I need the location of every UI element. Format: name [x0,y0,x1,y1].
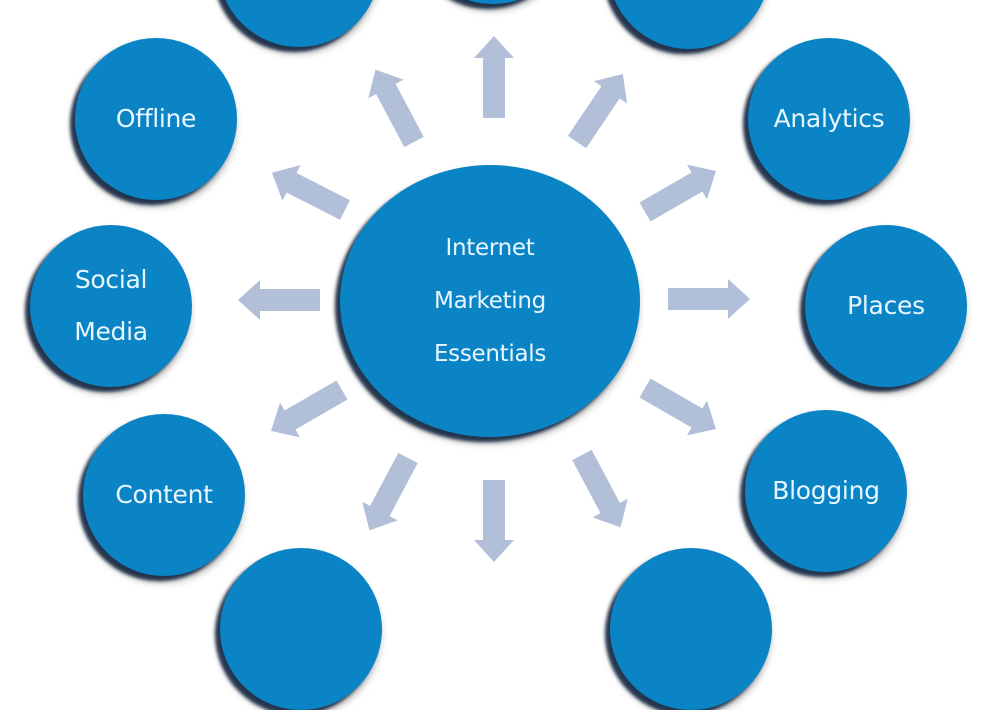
node-social-media: Social Media [30,225,192,387]
node-analytics: Analytics [748,38,910,200]
node-blogging: Blogging [745,410,907,572]
arrow-down-right-icon [564,445,639,537]
node-offline-label: Offline [115,104,197,133]
hub-line-3: Essentials [433,340,547,367]
node-top-center [412,0,574,4]
arrow-right-lower-icon [635,370,727,447]
node-analytics-label: Analytics [773,104,885,133]
hub-line-1: Internet [445,234,535,261]
node-bottom-left [220,548,382,710]
hub-line-2: Marketing [434,287,546,314]
node-content-label: Content [115,480,213,509]
arrow-left-upper-icon [262,154,355,228]
arrow-up-icon [474,36,514,118]
marketing-diagram: Internet Marketing Essentials Offline An… [30,0,967,710]
node-offline: Offline [75,38,237,200]
node-places: Places [805,225,967,387]
node-social-media-line-1: Social [74,265,148,294]
arrow-right-icon [668,279,750,319]
node-blogging-label: Blogging [772,476,880,505]
node-social-media-line-2: Media [74,317,148,346]
arrow-up-left-icon [357,60,432,152]
arrow-down-icon [474,480,514,562]
arrow-left-icon [238,280,320,320]
node-places-label: Places [847,291,925,320]
arrow-up-right-icon [560,62,640,154]
node-bottom-right [610,548,772,710]
arrow-left-lower-icon [260,372,352,449]
hub-internet-marketing-essentials: Internet Marketing Essentials [340,165,640,437]
arrow-down-left-icon [351,448,426,540]
arrow-right-upper-icon [635,153,727,230]
node-content: Content [83,414,245,576]
